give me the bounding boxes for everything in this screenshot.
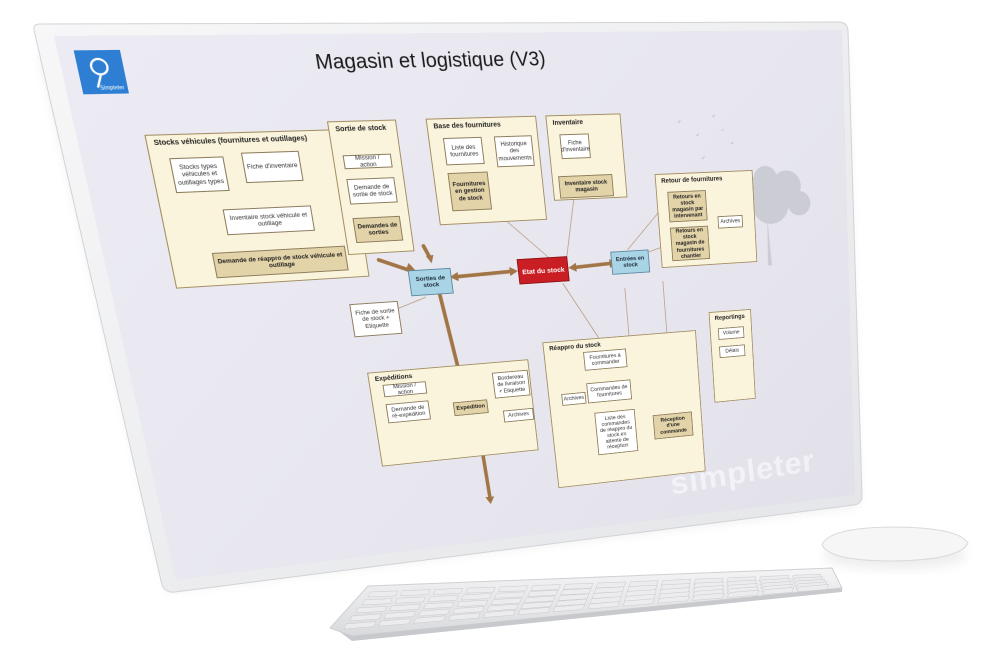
lane-title: Stocks véhicules (fournitures et outilla…	[153, 135, 308, 147]
node-fiche-inventaire[interactable]: Fiche d'inventaire	[559, 133, 591, 159]
diagram-connectors	[54, 30, 855, 580]
node-inventaire-magasin[interactable]: Inventaire stock magasin	[558, 174, 614, 199]
node-mission-action[interactable]: Mission / action	[343, 154, 393, 170]
node-stocks-types[interactable]: Stocks types véhicules et outillages typ…	[169, 156, 230, 193]
node-fiche-inventaire-vehicule[interactable]: Fiche d'inventaire	[241, 151, 304, 183]
lane-title: Sortie de stock	[335, 125, 387, 134]
lane-title: Retour de fournitures	[661, 176, 723, 185]
brand-logo-icon: Simpleter	[74, 50, 129, 94]
node-demandes-sorties[interactable]: Demandes de sorties	[352, 216, 403, 243]
node-retours-chantier[interactable]: Retours en stock magasin de fournitures …	[670, 226, 710, 262]
node-fiche-sortie-etiquette[interactable]: Fiche de sortie de stock + Etiquette	[349, 301, 402, 337]
lane-title: Base des fournitures	[433, 122, 501, 131]
node-retours-intervenant[interactable]: Retours en stock magasin par intervenant	[667, 190, 707, 222]
node-liste-commandes-attente[interactable]: Liste des commandes de réappro du stock …	[594, 409, 638, 455]
node-reception-commande[interactable]: Réception d'une commande	[653, 411, 694, 439]
node-demande-sortie[interactable]: Demande de sortie de stock	[346, 177, 397, 204]
lane-title: Expéditions	[374, 373, 412, 382]
lane-title: Reportings	[715, 314, 745, 322]
node-archives-retour[interactable]: Archives	[717, 215, 743, 229]
node-commandes-fournitures[interactable]: Commandes de fournitures	[586, 379, 632, 403]
node-fournitures-a-commander[interactable]: Fournitures à commander	[583, 349, 627, 371]
monitor-screen: Simpleter Magasin et logistique (V3) sim…	[54, 30, 855, 580]
node-etat-du-stock[interactable]: Etat du stock	[517, 256, 570, 284]
page-title: Magasin et logistique (V3)	[314, 48, 547, 75]
node-fournitures-gestion[interactable]: Fournitures en gestion de stock	[447, 172, 492, 212]
logo-caption: Simpleter	[100, 85, 125, 92]
node-archives-reappro[interactable]: Archives	[561, 392, 586, 406]
node-demande-reexpedition[interactable]: Demande de ré-expédition	[385, 400, 431, 423]
node-delais[interactable]: Délais	[719, 344, 745, 358]
node-liste-fournitures[interactable]: Liste des fournitures	[443, 137, 485, 166]
lane-title: Inventaire	[552, 119, 583, 127]
node-volume[interactable]: Volume	[718, 326, 745, 340]
node-entrees-en-stock[interactable]: Entrées en stock	[610, 249, 650, 274]
node-sorties-de-stock[interactable]: Sorties de stock	[408, 268, 454, 296]
node-bordereau-livraison[interactable]: Bordereau de livraison + Etiquette	[492, 370, 531, 399]
node-historique-mouvements[interactable]: Historique des mouvements	[494, 135, 535, 167]
node-inventaire-vehicule[interactable]: Inventaire stock véhicule et outillage	[223, 205, 315, 235]
